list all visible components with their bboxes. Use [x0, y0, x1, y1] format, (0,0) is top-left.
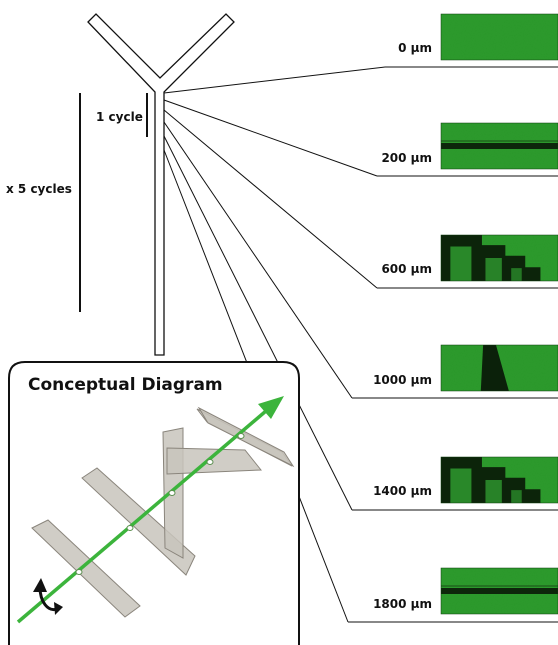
micrograph-5 [440, 567, 558, 615]
depth-label: 200 µm [381, 151, 432, 165]
conceptual-diagram-panel: Conceptual Diagram [8, 361, 300, 645]
leader-line [163, 99, 378, 177]
one-cycle-label: 1 cycle [96, 110, 143, 124]
leader-line [163, 109, 378, 289]
depth-label: 1400 µm [373, 484, 432, 498]
concept-title: Conceptual Diagram [28, 375, 223, 395]
sheet-4 [166, 447, 263, 475]
scale-bars: 1 cycle x 5 cycles [6, 93, 148, 312]
cross-section-images: 0 µm 200 µm 600 µm 1000 µm 1400 µm 1800 µm [373, 13, 558, 615]
depth-label: 1000 µm [373, 373, 432, 387]
y-channel [87, 13, 235, 356]
depth-label: 600 µm [381, 262, 432, 276]
flow-arrowhead-icon [258, 396, 284, 419]
leader-line [163, 135, 353, 511]
micrograph-4 [440, 456, 558, 504]
curved-rotation-arrow-icon [33, 578, 63, 615]
flow-direction-arrow-icon [16, 403, 275, 624]
micrograph-3 [440, 344, 558, 392]
y-junction-outline [87, 13, 235, 356]
micrograph-2 [440, 234, 558, 282]
panel-border [8, 361, 300, 645]
depth-label: 0 µm [398, 41, 432, 55]
five-cycles-label: x 5 cycles [6, 182, 72, 196]
micrograph-0 [440, 13, 558, 61]
sheet-holes [75, 433, 245, 575]
leader-line [163, 121, 353, 399]
micrograph-1 [440, 122, 558, 170]
sheet-1 [31, 519, 141, 618]
leader-line [163, 66, 386, 94]
depth-label: 1800 µm [373, 597, 432, 611]
